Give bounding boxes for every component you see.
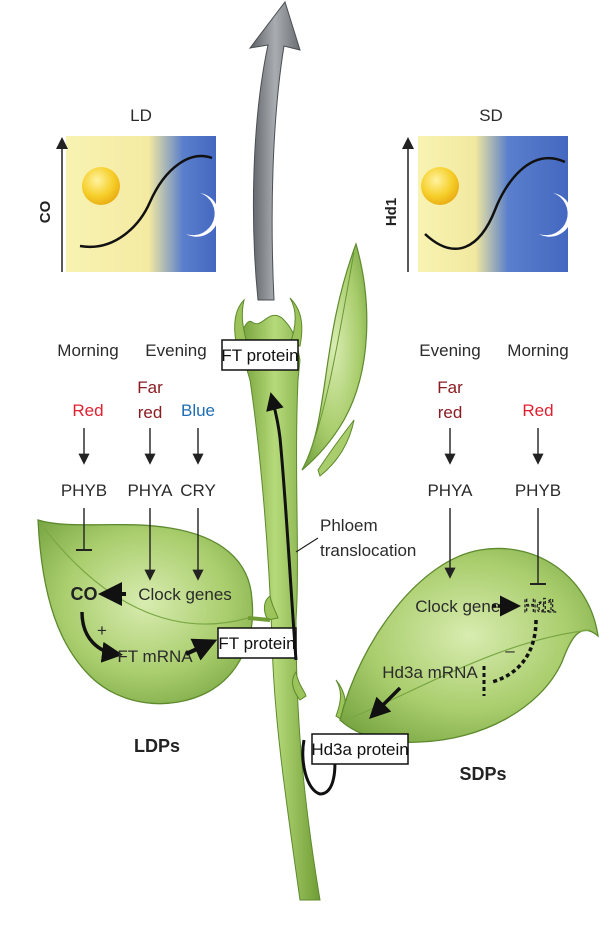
ldp-far-red-line1: Far: [137, 378, 163, 397]
sun-icon: [421, 167, 459, 205]
ldp-leaf: [37, 519, 271, 705]
ldp-pathway: Morning Evening Red Far red Blue PHYB PH…: [57, 341, 297, 756]
ld-axis-label: CO: [37, 200, 54, 223]
sdp-minus: –: [505, 641, 515, 660]
sdp-far-red-line1: Far: [437, 378, 463, 397]
phloem-label-line2: translocation: [320, 541, 416, 560]
phloem-label-line1: Phloem: [320, 516, 378, 535]
ldp-group-label: LDPs: [134, 736, 180, 756]
plant-stem: [234, 297, 346, 901]
sdp-group-label: SDPs: [459, 764, 506, 784]
top-ft-protein: FT protein: [221, 346, 298, 365]
sd-curve: [424, 156, 566, 250]
sdp-pathway: Evening Morning Far red Red PHYA PHYB Cl…: [311, 341, 569, 784]
sdp-far-red-line2: red: [438, 403, 463, 422]
ld-curve: [79, 154, 213, 249]
stem-transport: FT protein Phloem translocation: [221, 339, 416, 796]
sdp-red-light: Red: [522, 401, 553, 420]
ld-title: LD: [130, 106, 152, 125]
ldp-blue-light: Blue: [181, 401, 215, 420]
sd-axis-label: Hd1: [383, 198, 400, 226]
sun-icon: [82, 167, 120, 205]
ldp-morning-label: Morning: [57, 341, 118, 360]
sdp-leaf: [339, 547, 599, 744]
phloem-leader-line: [295, 537, 319, 553]
ldp-clock-genes: Clock genes: [138, 585, 232, 604]
ldp-phya: PHYA: [127, 481, 173, 500]
ldp-far-red-line2: red: [138, 403, 163, 422]
ldp-plus: +: [97, 621, 107, 640]
ldp-ft-mrna: FT mRNA: [117, 647, 193, 666]
sdp-evening-label: Evening: [419, 341, 480, 360]
sdp-hd3a-protein-box: [311, 733, 409, 765]
sd-title: SD: [479, 106, 503, 125]
ld-panel: LD CO: [37, 106, 219, 272]
top-ft-protein-box: [221, 339, 299, 371]
ldp-red-light: Red: [72, 401, 103, 420]
sdp-phya: PHYA: [427, 481, 473, 500]
sdp-morning-label: Morning: [507, 341, 568, 360]
sdp-hd3a-protein: Hd3a protein: [311, 740, 408, 759]
ldp-phyb: PHYB: [61, 481, 107, 500]
upper-leaf: [301, 242, 368, 477]
sdp-phyb: PHYB: [515, 481, 561, 500]
ldp-co: CO: [71, 584, 98, 604]
sdp-clock-genes: Clock genes: [415, 597, 509, 616]
ldp-evening-label: Evening: [145, 341, 206, 360]
sdp-hd3a-mrna: Hd3a mRNA: [382, 663, 478, 682]
growth-arrow-icon: [248, 0, 301, 301]
ldp-ft-protein: FT protein: [218, 634, 295, 653]
sd-panel: SD Hd1: [383, 106, 572, 272]
ldp-cry: CRY: [180, 481, 216, 500]
sdp-hd1: Hd1: [523, 596, 556, 616]
